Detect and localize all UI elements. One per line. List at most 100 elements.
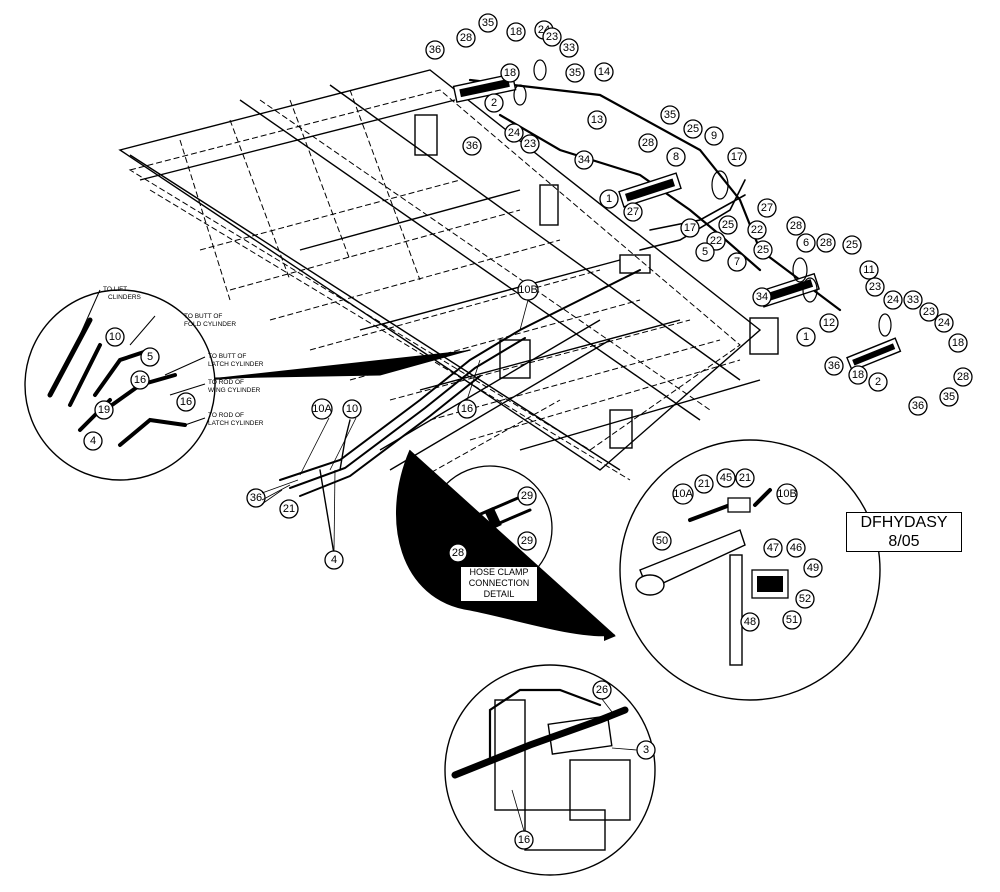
svg-text:22: 22	[751, 224, 763, 236]
svg-text:12: 12	[823, 317, 835, 329]
callout-46: 46	[786, 538, 806, 558]
callout-18b: 18	[500, 63, 520, 83]
note-to-lift: TO LIFT	[103, 286, 127, 293]
svg-text:35: 35	[482, 17, 494, 29]
note-latch-rod-cylinder: LATCH CYLINDER	[208, 420, 264, 427]
svg-text:47: 47	[767, 542, 779, 554]
implement-frame	[118, 69, 779, 491]
callout-52: 52	[795, 589, 815, 609]
callout-16: 16	[457, 399, 477, 419]
callout-32: 33	[559, 38, 579, 58]
callout-11: 11	[859, 260, 879, 280]
callout-10-detail: 10	[105, 327, 125, 347]
svg-text:22: 22	[710, 235, 722, 247]
svg-text:29: 29	[521, 535, 533, 547]
svg-text:34: 34	[578, 154, 590, 166]
callout-51: 51	[782, 610, 802, 630]
callout-28c: 28	[786, 216, 806, 236]
svg-text:28: 28	[820, 237, 832, 249]
svg-text:19: 19	[98, 404, 110, 416]
callout-1: 1	[599, 189, 619, 209]
svg-text:48: 48	[744, 616, 756, 628]
svg-text:6: 6	[803, 237, 809, 249]
svg-text:18: 18	[510, 26, 522, 38]
svg-text:51: 51	[786, 614, 798, 626]
callout-4: 4	[324, 550, 344, 570]
callout-19-detail: 19	[94, 400, 114, 420]
svg-text:28: 28	[460, 32, 472, 44]
note-wing-cylinder: WING CYLINDER	[208, 387, 261, 394]
svg-text:16: 16	[134, 374, 146, 386]
note-fold-cylinder: FOLD CYLINDER	[184, 321, 236, 328]
svg-text:28: 28	[642, 137, 654, 149]
callout-17: 17	[727, 147, 747, 167]
hose-clamp-detail	[396, 449, 616, 637]
svg-text:10: 10	[346, 403, 358, 415]
note-clinders: CLINDERS	[108, 294, 142, 301]
callout-13: 13	[587, 110, 607, 130]
callout-28e: 28	[953, 367, 973, 387]
svg-text:28: 28	[452, 547, 464, 559]
cylinder-left-wing	[452, 73, 517, 103]
callout-7: 7	[727, 252, 747, 272]
svg-text:34: 34	[756, 291, 768, 303]
callout-29: 28	[448, 543, 468, 563]
hose-routing-notes: TO LIFT CLINDERS TO BUTT OF FOLD CYLINDE…	[103, 286, 264, 427]
svg-text:4: 4	[331, 554, 337, 566]
svg-text:25: 25	[687, 123, 699, 135]
svg-text:1: 1	[606, 193, 612, 205]
callout-31: 29	[517, 486, 537, 506]
svg-text:24: 24	[508, 127, 520, 139]
callout-21: 21	[279, 499, 299, 519]
callout-6: 6	[796, 233, 816, 253]
callout-25b: 25	[718, 215, 738, 235]
callout-1b: 1	[796, 327, 816, 347]
callout-5-detail: 5	[140, 347, 160, 367]
callout-21-detail-b: 21	[735, 468, 755, 488]
svg-text:3: 3	[643, 744, 649, 756]
callout-2b: 2	[868, 372, 888, 392]
svg-text:16: 16	[518, 834, 530, 846]
svg-text:16: 16	[180, 396, 192, 408]
svg-text:10B: 10B	[777, 488, 797, 500]
svg-text:26: 26	[596, 684, 608, 696]
svg-text:36: 36	[912, 400, 924, 412]
cylinder-right-wing	[846, 337, 902, 372]
callout-27b: 27	[757, 198, 777, 218]
svg-text:28: 28	[957, 371, 969, 383]
caption-line-3: DETAIL	[483, 589, 515, 599]
note-fold-butt: TO BUTT OF	[184, 313, 222, 320]
svg-text:17: 17	[684, 222, 696, 234]
callout-47: 47	[763, 538, 783, 558]
svg-text:25: 25	[757, 244, 769, 256]
svg-text:21: 21	[698, 478, 710, 490]
svg-text:46: 46	[790, 542, 802, 554]
callout-17b: 17	[680, 218, 700, 238]
callout-21-detail: 21	[694, 474, 714, 494]
callout-balloons: 35 28 18 24 23 33 36 18 35 14 2 13 24 23…	[83, 13, 973, 850]
bracket-mount-detail	[589, 439, 881, 701]
svg-text:14: 14	[598, 66, 610, 78]
callout-34: 36	[425, 40, 445, 60]
callout-5: 5	[695, 242, 715, 262]
callout-3: 3	[636, 740, 656, 760]
callout-18c: 18	[948, 333, 968, 353]
svg-text:9: 9	[711, 130, 717, 142]
svg-text:35: 35	[569, 67, 581, 79]
svg-text:36: 36	[429, 44, 441, 56]
svg-text:2: 2	[491, 97, 497, 109]
svg-text:33: 33	[563, 42, 575, 54]
note-latch-butt: TO BUTT OF	[208, 353, 246, 360]
svg-text:4: 4	[90, 435, 96, 447]
svg-text:23: 23	[923, 306, 935, 318]
callout-23d: 23	[919, 302, 939, 322]
leader-lines	[261, 299, 638, 832]
svg-text:10A: 10A	[673, 488, 693, 500]
callout-18: 18	[506, 22, 526, 42]
hose-clamp-caption: HOSE CLAMP CONNECTION DETAIL	[460, 566, 538, 602]
caption-line-1: HOSE CLAMP	[469, 567, 529, 577]
callout-16-detail-b: 16	[176, 392, 196, 412]
callout-2: 2	[484, 93, 504, 113]
callout-30: 29	[517, 531, 537, 551]
